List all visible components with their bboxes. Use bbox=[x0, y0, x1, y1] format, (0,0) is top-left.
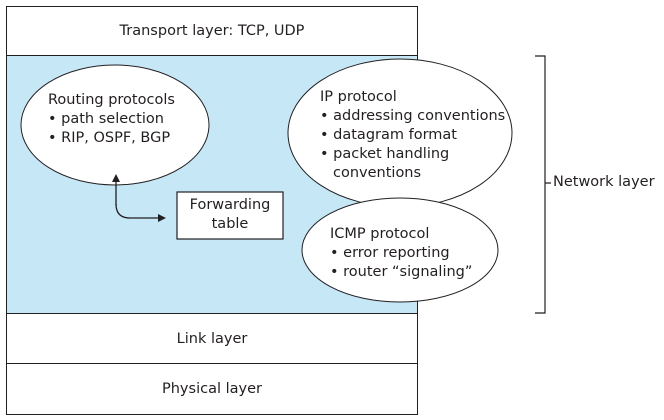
routing-item: • path selection bbox=[48, 111, 164, 127]
ip-item: • addressing conventions bbox=[320, 108, 506, 124]
forwarding-table-text: Forwarding table bbox=[177, 196, 283, 234]
icmp-protocol-ellipse bbox=[301, 197, 499, 303]
forwarding-table-box bbox=[176, 191, 284, 240]
routing-protocols-text: Routing protocols • path selection • RIP… bbox=[48, 91, 175, 148]
routing-protocols-ellipse bbox=[20, 64, 210, 186]
network-layer-label: Network layer bbox=[553, 174, 655, 190]
ip-item: • datagram format bbox=[320, 127, 457, 143]
link-layer-box: Link layer bbox=[6, 313, 418, 364]
forwarding-line: table bbox=[211, 216, 249, 232]
routing-forwarding-arrow bbox=[115, 203, 166, 222]
transport-layer-label: Transport layer: TCP, UDP bbox=[119, 23, 305, 39]
ip-item: • packet handling bbox=[320, 146, 450, 162]
forwarding-line: Forwarding bbox=[189, 197, 271, 213]
physical-layer-box: Physical layer bbox=[6, 363, 418, 415]
physical-layer-label: Physical layer bbox=[162, 381, 262, 397]
transport-layer-box: Transport layer: TCP, UDP bbox=[6, 6, 418, 56]
icmp-title: ICMP protocol bbox=[330, 226, 430, 242]
icmp-item: • error reporting bbox=[330, 245, 450, 261]
link-layer-label: Link layer bbox=[176, 330, 248, 347]
icmp-protocol-text: ICMP protocol • error reporting • router… bbox=[330, 225, 472, 282]
network-layer-bracket bbox=[535, 55, 551, 314]
icmp-item: • router “signaling” bbox=[330, 264, 473, 280]
ip-title: IP protocol bbox=[320, 89, 397, 105]
ip-protocol-text: IP protocol • addressing conventions • d… bbox=[320, 88, 505, 183]
routing-title: Routing protocols bbox=[48, 92, 175, 108]
routing-item: • RIP, OSPF, BGP bbox=[48, 130, 171, 146]
ip-item: conventions bbox=[333, 165, 422, 181]
